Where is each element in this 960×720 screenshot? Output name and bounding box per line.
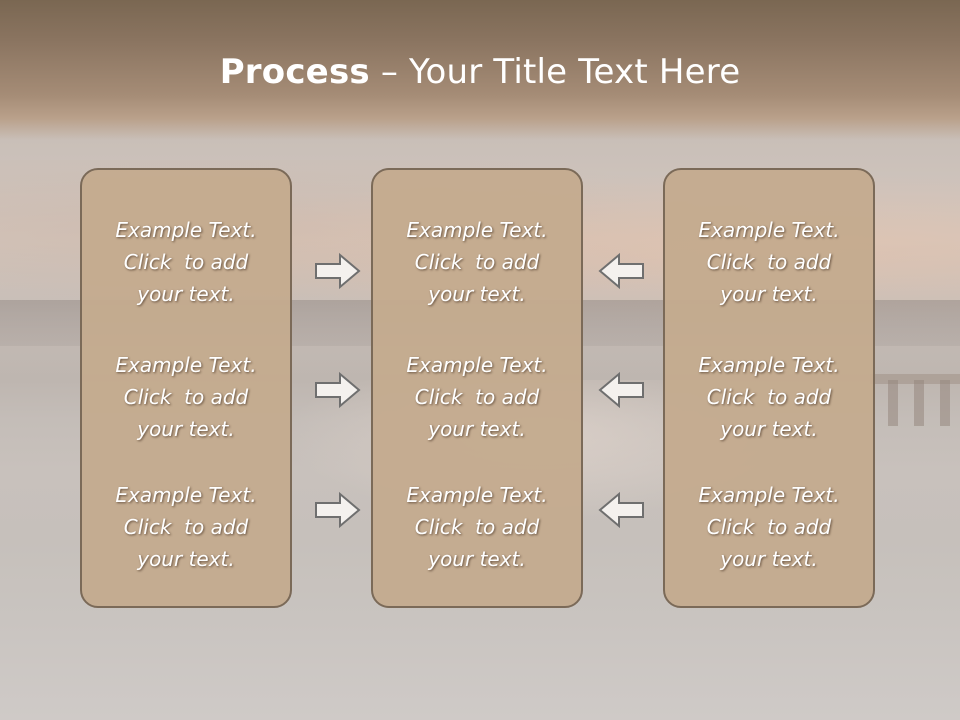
arrow-right-icon[interactable] [314,371,362,409]
text-placeholder[interactable]: Example Text. Click to add your text. [665,349,873,445]
arrow-right-icon[interactable] [314,491,362,529]
text-line: your text. [428,547,526,571]
text-placeholder[interactable]: Example Text. Click to add your text. [665,214,873,310]
text-line: Example Text. [115,483,257,507]
text-placeholder[interactable]: Example Text. Click to add your text. [82,479,290,575]
arrow-left-icon[interactable] [597,371,645,409]
background-pier [870,370,960,430]
text-placeholder[interactable]: Example Text. Click to add your text. [373,214,581,310]
text-placeholder[interactable]: Example Text. Click to add your text. [82,349,290,445]
text-line: Click to add [706,385,832,409]
text-line: your text. [137,417,235,441]
text-line: Example Text. [406,483,548,507]
text-line: your text. [137,282,235,306]
process-box-right[interactable]: Example Text. Click to add your text. Ex… [663,168,875,608]
text-placeholder[interactable]: Example Text. Click to add your text. [665,479,873,575]
slide-title[interactable]: Process – Your Title Text Here [0,52,960,92]
text-line: your text. [428,282,526,306]
text-line: Click to add [706,515,832,539]
text-placeholder[interactable]: Example Text. Click to add your text. [373,349,581,445]
text-placeholder[interactable]: Example Text. Click to add your text. [82,214,290,310]
arrow-left-icon[interactable] [597,252,645,290]
text-line: Example Text. [406,353,548,377]
text-line: Click to add [414,385,540,409]
text-placeholder[interactable]: Example Text. Click to add your text. [373,479,581,575]
text-line: Example Text. [698,353,840,377]
text-line: your text. [428,417,526,441]
text-line: Click to add [706,250,832,274]
text-line: your text. [720,547,818,571]
text-line: Click to add [414,515,540,539]
text-line: Click to add [123,385,249,409]
process-box-center[interactable]: Example Text. Click to add your text. Ex… [371,168,583,608]
text-line: Example Text. [698,218,840,242]
arrow-right-icon[interactable] [314,252,362,290]
process-box-left[interactable]: Example Text. Click to add your text. Ex… [80,168,292,608]
title-band [0,0,960,140]
text-line: Example Text. [115,353,257,377]
text-line: Click to add [123,515,249,539]
text-line: Example Text. [698,483,840,507]
text-line: Click to add [414,250,540,274]
text-line: Example Text. [406,218,548,242]
arrow-left-icon[interactable] [597,491,645,529]
title-rest: – Your Title Text Here [369,52,741,92]
text-line: your text. [137,547,235,571]
text-line: Example Text. [115,218,257,242]
text-line: Click to add [123,250,249,274]
text-line: your text. [720,282,818,306]
text-line: your text. [720,417,818,441]
title-bold: Process [219,52,370,92]
